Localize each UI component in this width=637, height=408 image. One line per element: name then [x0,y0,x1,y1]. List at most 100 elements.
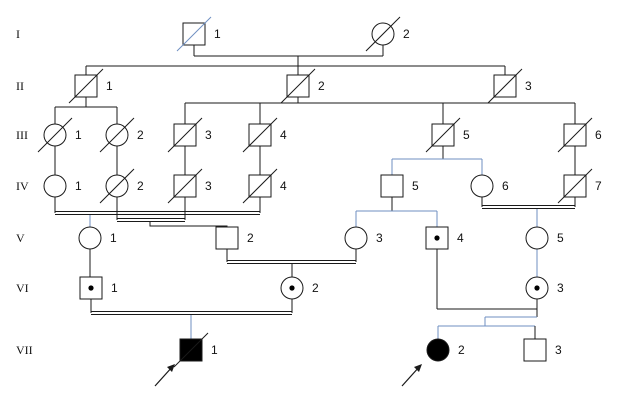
individual-number: 2 [318,79,325,93]
male-square-symbol [523,338,547,362]
female-circle-symbol [470,174,494,198]
individual: 4 [242,168,287,204]
individual: 1 [37,117,82,153]
male-square-symbol [215,226,239,250]
individual-number: 1 [106,79,113,93]
individual: 7 [557,168,602,204]
individual-number: 4 [280,179,287,193]
individual: 1 [43,174,82,198]
carrier-dot-icon [434,235,440,241]
deceased-slash-icon [99,168,135,204]
descent-V2 [149,222,228,227]
individual-number: 1 [110,231,117,245]
female-circle-symbol [426,338,450,362]
individual: 4 [242,117,287,153]
individual-number: 6 [595,128,602,142]
individual-number: 2 [137,128,144,142]
generation-label: IV [16,179,29,193]
deceased-slash-icon [280,68,316,104]
individual-number: 4 [457,231,464,245]
individual-number: 1 [211,343,218,357]
individual-number: 3 [525,79,532,93]
deceased-slash-icon [365,16,401,52]
individual: 2 [401,338,465,387]
individual-number: 5 [557,231,564,245]
individual-number: 5 [412,179,419,193]
individuals: 1 2 1 2 3 1 2 3 4 5 6 1 2 3 4 5 6 7 1 2 3 4 5 1 2 3 1 2 3 [37,16,602,387]
individual-number: 2 [458,343,465,357]
individual: 2 [99,168,144,204]
individual: 1 [154,332,218,387]
female-circle-symbol [78,226,102,250]
individual: 2 [280,68,325,104]
individual: 5 [380,174,419,198]
individual-number: 7 [595,179,602,193]
individual-number: 1 [75,128,82,142]
individual-number: 1 [75,179,82,193]
individual: 2 [365,16,410,52]
individual: 1 [68,68,113,104]
individual: 2 [280,276,319,300]
female-circle-symbol [525,226,549,250]
deceased-slash-icon [37,117,73,153]
individual: 4 [425,226,464,250]
individual-number: 5 [463,128,470,142]
deceased-slash-icon [167,117,203,153]
individual: 6 [470,174,509,198]
individual-number: 3 [205,179,212,193]
individual-number: 2 [247,231,254,245]
individual: 1 [176,16,221,52]
individual-number: 3 [376,231,383,245]
deceased-slash-icon [242,117,278,153]
individual-number: 2 [403,27,410,41]
deceased-slash-icon [425,117,461,153]
individual: 3 [167,117,212,153]
individual: 1 [78,226,117,250]
proband-arrowhead-icon [414,364,422,372]
generation-label: III [16,128,28,142]
deceased-slash-icon [557,168,593,204]
individual-number: 3 [555,343,562,357]
individual: 5 [525,226,564,250]
individual: 1 [79,276,118,300]
individual-number: 6 [502,179,509,193]
deceased-slash-icon [557,117,593,153]
generation-label: I [16,27,20,41]
female-circle-symbol [344,226,368,250]
female-circle-symbol [43,174,67,198]
individual: 3 [167,168,212,204]
individual-number: 1 [214,27,221,41]
deceased-slash-icon [242,168,278,204]
individual: 6 [557,117,602,153]
individual: 3 [344,226,383,250]
individual: 2 [215,226,254,250]
relationship-lines [54,45,576,339]
generation-label: V [16,231,25,245]
carrier-dot-icon [534,285,540,291]
carrier-dot-icon [289,285,295,291]
deceased-slash-icon [99,117,135,153]
generation-label: II [16,79,24,93]
generation-label: VII [16,343,33,357]
proband-arrowhead-icon [167,364,175,372]
deceased-slash-icon [173,332,209,368]
individual-number: 3 [205,128,212,142]
generation-label: VI [16,281,29,295]
carrier-dot-icon [88,285,94,291]
individual: 5 [425,117,470,153]
deceased-slash-icon [487,68,523,104]
deceased-slash-icon [176,16,212,52]
individual: 3 [525,276,564,300]
male-square-symbol [380,174,404,198]
individual-number: 3 [557,281,564,295]
individual: 3 [487,68,532,104]
individual: 3 [523,338,562,362]
individual-number: 2 [137,179,144,193]
deceased-slash-icon [167,168,203,204]
individual-number: 2 [312,281,319,295]
individual-number: 1 [111,281,118,295]
deceased-slash-icon [68,68,104,104]
individual-number: 4 [280,128,287,142]
